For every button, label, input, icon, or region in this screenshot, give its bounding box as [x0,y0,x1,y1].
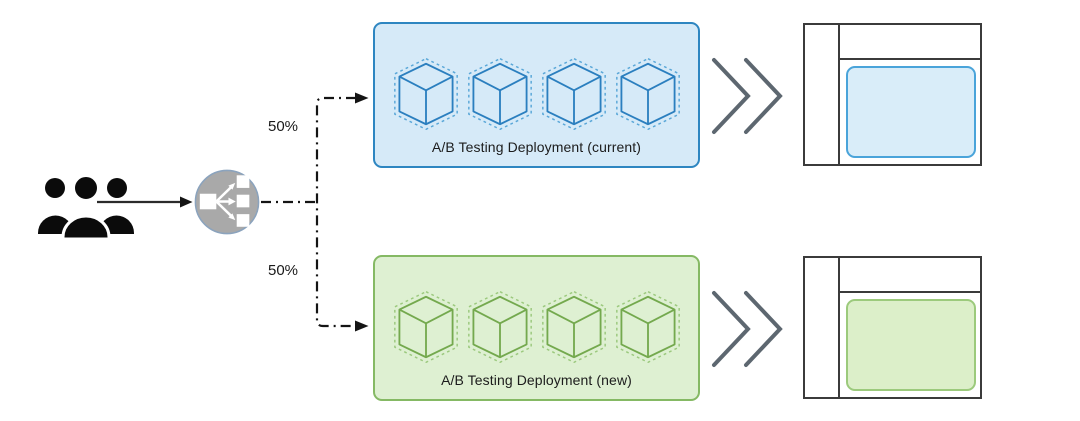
browser-wireframe-bottom [803,256,982,399]
browser-wireframe-top [803,23,982,166]
cube-icon [467,57,532,131]
cube-icon [541,57,606,131]
cube-icon [393,290,458,364]
load-balancer-icon [194,169,260,235]
deployment-label-current: A/B Testing Deployment (current) [431,139,642,155]
cube-icon [541,290,606,364]
deployment-label-new: A/B Testing Deployment (new) [441,372,632,388]
browser-header-divider [838,291,980,293]
cube-icon [615,57,680,131]
app-screen-new [846,299,976,391]
app-screen-current [846,66,976,158]
cube-icon [393,57,458,131]
browser-sidebar-divider [838,25,840,164]
split-arrowhead-bottom [355,320,369,332]
split-label-bottom: 50% [267,262,299,279]
users-icon [38,174,134,240]
split-arrowhead-top [355,92,369,104]
double-chevron-icon-bottom [712,291,783,367]
deployment-box-new: A/B Testing Deployment (new) [373,255,700,401]
double-chevron-icon-top [712,58,783,134]
browser-sidebar-divider [838,258,840,397]
browser-header-divider [838,58,980,60]
cube-icon [615,290,680,364]
deployment-box-current: A/B Testing Deployment (current) [373,22,700,168]
cube-icon [467,290,532,364]
split-label-top: 50% [267,118,299,135]
